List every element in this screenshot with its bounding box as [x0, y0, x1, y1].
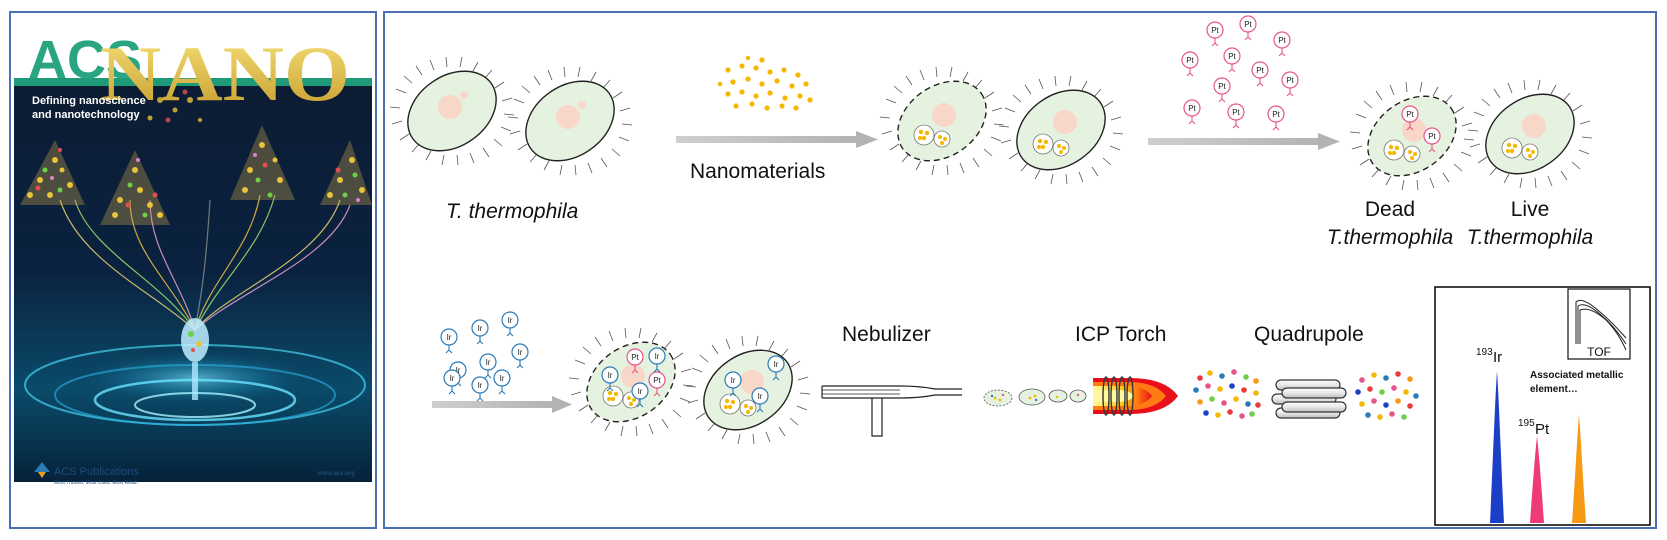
- quadrupole-rods: [1271, 379, 1347, 419]
- label-icp-torch: ICP Torch: [1075, 323, 1166, 346]
- nebulizer-device: [821, 385, 962, 437]
- cover-tagline-2: and nanotechnology: [32, 109, 140, 121]
- peak-other: [1572, 414, 1586, 523]
- tof-inset: TOF: [1567, 288, 1631, 360]
- nanoparticle-clusters: [20, 89, 372, 225]
- peak-ir: [1490, 371, 1504, 523]
- ion-cloud-2: [1355, 371, 1419, 420]
- tof-label: TOF: [1587, 345, 1611, 359]
- acs-publications-logo: [34, 462, 50, 478]
- publisher-name: ACS Publications: [54, 466, 139, 478]
- label-live-species: T.thermophila: [1467, 226, 1593, 249]
- label-dead-species: T.thermophila: [1327, 226, 1453, 249]
- label-associated-1: Associated metallic: [1530, 370, 1624, 381]
- journal-cover: ACS NANO Defining nanoscience and nanote…: [9, 11, 377, 529]
- label-live: Live: [1511, 198, 1550, 221]
- label-quadrupole: Quadrupole: [1254, 323, 1364, 346]
- label-nanomaterials: Nanomaterials: [690, 160, 825, 183]
- icp-torch: [1093, 376, 1178, 416]
- cover-fibers: [59, 194, 351, 331]
- label-ir-mass: 193: [1476, 347, 1493, 358]
- arrow-1: [676, 131, 878, 148]
- label-dead: Dead: [1365, 198, 1415, 221]
- ion-cloud-1: [1193, 369, 1261, 419]
- website: www.acs.org: [317, 471, 355, 477]
- label-nebulizer: Nebulizer: [842, 323, 931, 346]
- droplets: [983, 388, 1087, 407]
- cover-title-nano: NANO: [100, 30, 350, 117]
- cover-droplet: [24, 318, 366, 426]
- tof-spectrum-panel: TOF 193 Ir Associated metallic element… …: [1434, 286, 1651, 526]
- label-pt-symbol: Pt: [1535, 421, 1550, 438]
- cover-tagline-1: Defining nanoscience: [32, 95, 146, 107]
- arrow-2: [1148, 133, 1340, 150]
- peak-pt: [1530, 436, 1544, 523]
- nanomaterial-dots: [717, 55, 813, 111]
- publisher-motto: Most Trusted. Most Cited. Most Read.: [54, 480, 138, 486]
- label-associated-2: element…: [1530, 384, 1578, 395]
- label-organism: T. thermophila: [446, 200, 578, 223]
- cover-title-acs: ACS: [28, 30, 142, 90]
- arrow-3: [432, 396, 572, 413]
- label-pt-mass: 195: [1518, 418, 1535, 429]
- label-ir-symbol: Ir: [1493, 349, 1502, 366]
